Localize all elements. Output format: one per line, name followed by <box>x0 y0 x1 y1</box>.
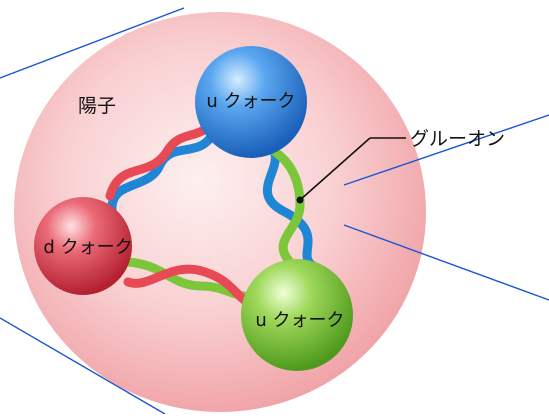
gluon-strand-right <box>245 135 323 273</box>
guide-line-right-upper <box>343 114 549 186</box>
quark-d-left-sphere <box>34 197 132 295</box>
quark-u-top-sphere <box>195 46 307 158</box>
gluon-pointer-dot <box>296 196 304 204</box>
gluon-pointer-line <box>299 137 371 201</box>
quark-u-top-label: u クォーク <box>206 91 295 112</box>
quark-u-bottom: u クォーク <box>241 259 353 371</box>
guide-line-right-lower <box>343 224 549 301</box>
quark-u-bottom-sphere <box>241 259 353 371</box>
quark-u-top: u クォーク <box>195 46 307 158</box>
gluon-label: グルーオン <box>410 128 505 150</box>
proton-label: 陽子 <box>78 95 116 117</box>
quark-u-bottom-label: u クォーク <box>255 310 344 331</box>
guide-line-top-left <box>0 7 185 79</box>
gluon-strand-bottom <box>123 257 267 317</box>
gluon-strand-top-left <box>105 117 219 215</box>
quark-d-left: d クォーク <box>34 197 133 295</box>
quark-d-left-label: d クォーク <box>43 237 132 258</box>
guide-line-bottom-left <box>0 317 166 415</box>
